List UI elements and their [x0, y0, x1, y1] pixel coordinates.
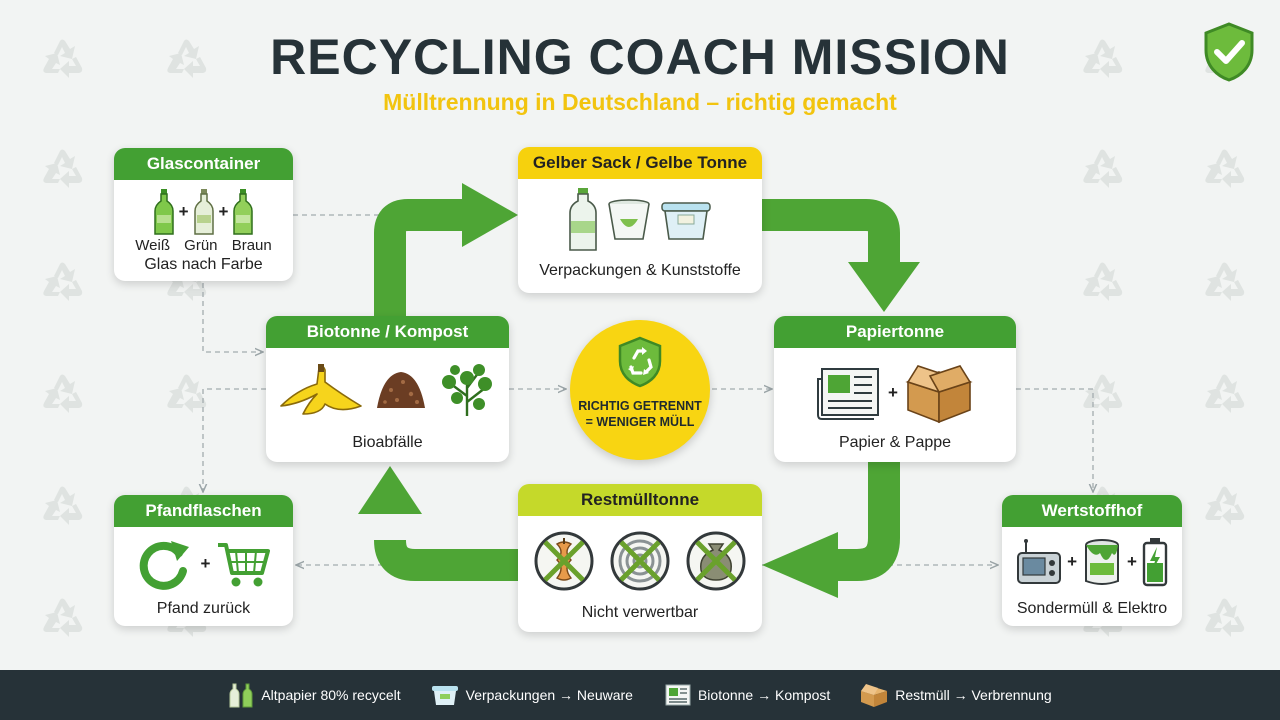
card-glascontainer: Glascontainer + + Weiß Grün Braun Glas n…: [114, 148, 293, 281]
recycle-watermark-icon: [167, 374, 207, 413]
shopping-cart-icon: [218, 543, 271, 587]
page-subtitle: Mülltrennung in Deutschland – richtig ge…: [383, 89, 897, 115]
footer-label: Altpapier 80% recycelt: [261, 687, 401, 703]
plastic-bottle-icon: [569, 188, 597, 251]
footer-label: Biotonne → Kompost: [697, 687, 831, 703]
card-title: Wertstoffhof: [1002, 495, 1182, 527]
recycle-watermark-icon: [43, 149, 83, 188]
battery-icon: [1142, 538, 1168, 587]
card-title: Glascontainer: [114, 148, 293, 180]
cycle-arrow-rest-to-bio: [374, 538, 518, 581]
card-caption: Papier & Pappe: [838, 434, 952, 451]
card-papiertonne: Papiertonne + Papier & Pappe: [774, 316, 1016, 462]
arrowhead-to-paper: [848, 262, 920, 312]
cycle-arrow-bio-to-yellow: [374, 199, 462, 316]
card-caption: Pfand zurück: [156, 600, 251, 617]
yogurt-cup-icon: [608, 199, 650, 240]
arrowhead-to-rest: [762, 532, 838, 598]
center-line-1: RICHTIG GETRENNT: [578, 399, 702, 413]
arrowhead-to-bio: [358, 466, 422, 514]
footer-item: Altpapier 80% recycelt: [228, 682, 401, 708]
coffee-grounds-icon: [376, 372, 425, 408]
recycle-watermark-icon: [1205, 374, 1245, 413]
food-container-icon: [661, 202, 711, 240]
recycle-watermark-icon: [43, 39, 83, 78]
cycle-arrow-paper-to-rest: [838, 462, 900, 581]
bottles-icon: [229, 683, 253, 708]
footer-label: Restmüll → Verbrennung: [895, 687, 1052, 703]
footer-item: Verpackungen → Neuware: [431, 683, 633, 707]
card-gelber-sack: Gelber Sack / Gelbe Tonne Verpackungen &…: [518, 147, 762, 293]
cardboard-box-icon: [905, 365, 973, 424]
banana-peel-icon: [279, 364, 362, 415]
box-icon: [861, 684, 888, 707]
recycle-watermark-icon: [1205, 149, 1245, 188]
card-restmuelltonne: Restmülltonne Nicht verwertbar: [518, 484, 762, 632]
label-gruen: Grün: [184, 237, 218, 254]
footer-item: Biotonne → Kompost: [663, 683, 830, 707]
flow-arrows: [0, 183, 1280, 598]
card-title: Papiertonne: [774, 316, 1016, 348]
card-caption: Bioabfälle: [352, 434, 423, 451]
card-caption: Verpackungen & Kunststoffe: [539, 262, 741, 279]
dashed-connector-bio-pfand: [203, 388, 266, 492]
recycle-watermark-icon: [1205, 486, 1245, 525]
newspaper-icon: [665, 684, 691, 706]
recycle-watermark-icon: [1083, 262, 1123, 301]
arrowhead-to-yellow: [462, 183, 518, 247]
label-braun: Braun: [231, 237, 272, 254]
cycle-arrow-yellow-to-paper: [762, 199, 900, 262]
page-title: RECYCLING COACH MISSION: [270, 29, 1010, 85]
recycle-watermark-icon: [43, 486, 83, 525]
card-title: Pfandflaschen: [114, 495, 293, 527]
card-caption: Glas nach Farbe: [144, 256, 263, 273]
apple-core-crossed-icon: [534, 531, 594, 591]
container-icon: [431, 686, 458, 705]
card-wertstoffhof: Wertstoffhof + + Sondermüll & Elektro: [1002, 495, 1182, 626]
recycle-watermark-icon: [43, 262, 83, 301]
footer-bar: Altpapier 80% recycelt Verpackungen → Ne…: [0, 670, 1280, 720]
recycle-watermark-icon: [43, 374, 83, 413]
card-biotonne: Biotonne / Kompost Bioabfälle: [266, 316, 509, 462]
dashed-connector-paper-wertstoff: [1016, 388, 1093, 492]
recycle-watermark-icon: [167, 39, 207, 78]
spiral-crossed-icon: [610, 531, 670, 591]
recycle-watermark-icon: [43, 598, 83, 637]
footer-item: Restmüll → Verbrennung: [860, 682, 1052, 708]
label-weiss: Weiß: [135, 237, 170, 254]
card-caption: Sondermüll & Elektro: [1016, 600, 1168, 617]
card-title: Restmülltonne: [518, 484, 762, 516]
paint-can-icon: [1085, 539, 1119, 585]
card-title: Gelber Sack / Gelbe Tonne: [518, 147, 762, 179]
dashed-connector-glass-bio: [202, 283, 263, 352]
trash-bag-crossed-icon: [686, 531, 746, 591]
recycle-watermark-icon: [1083, 39, 1123, 78]
recycle-watermark-icon: [1205, 598, 1245, 637]
herbs-icon: [441, 364, 492, 416]
bottle-icon: [233, 189, 254, 235]
recycle-shield-icon: [618, 336, 662, 388]
footer-label: Verpackungen → Neuware: [465, 687, 633, 703]
glass-color-labels: Weiß Grün Braun: [114, 237, 293, 254]
recycle-watermark-icon: [1083, 374, 1123, 413]
center-line-2: = WENIGER MÜLL: [585, 415, 695, 429]
center-message-circle: RICHTIG GETRENNT = WENIGER MÜLL: [570, 320, 710, 460]
bottle-icon: [153, 189, 174, 235]
return-arrow-icon: [139, 541, 189, 590]
radio-icon: [1017, 539, 1062, 584]
shield-check-icon: [1204, 22, 1254, 82]
card-title: Biotonne / Kompost: [266, 316, 509, 348]
recycle-watermark-icon: [1083, 149, 1123, 188]
recycle-watermark-icon: [1205, 262, 1245, 301]
card-pfandflaschen: Pfandflaschen + Pfand zurück: [114, 495, 293, 626]
card-caption: Nicht verwertbar: [581, 604, 699, 621]
bottle-icon: [193, 189, 214, 235]
newspaper-icon: [817, 368, 880, 420]
